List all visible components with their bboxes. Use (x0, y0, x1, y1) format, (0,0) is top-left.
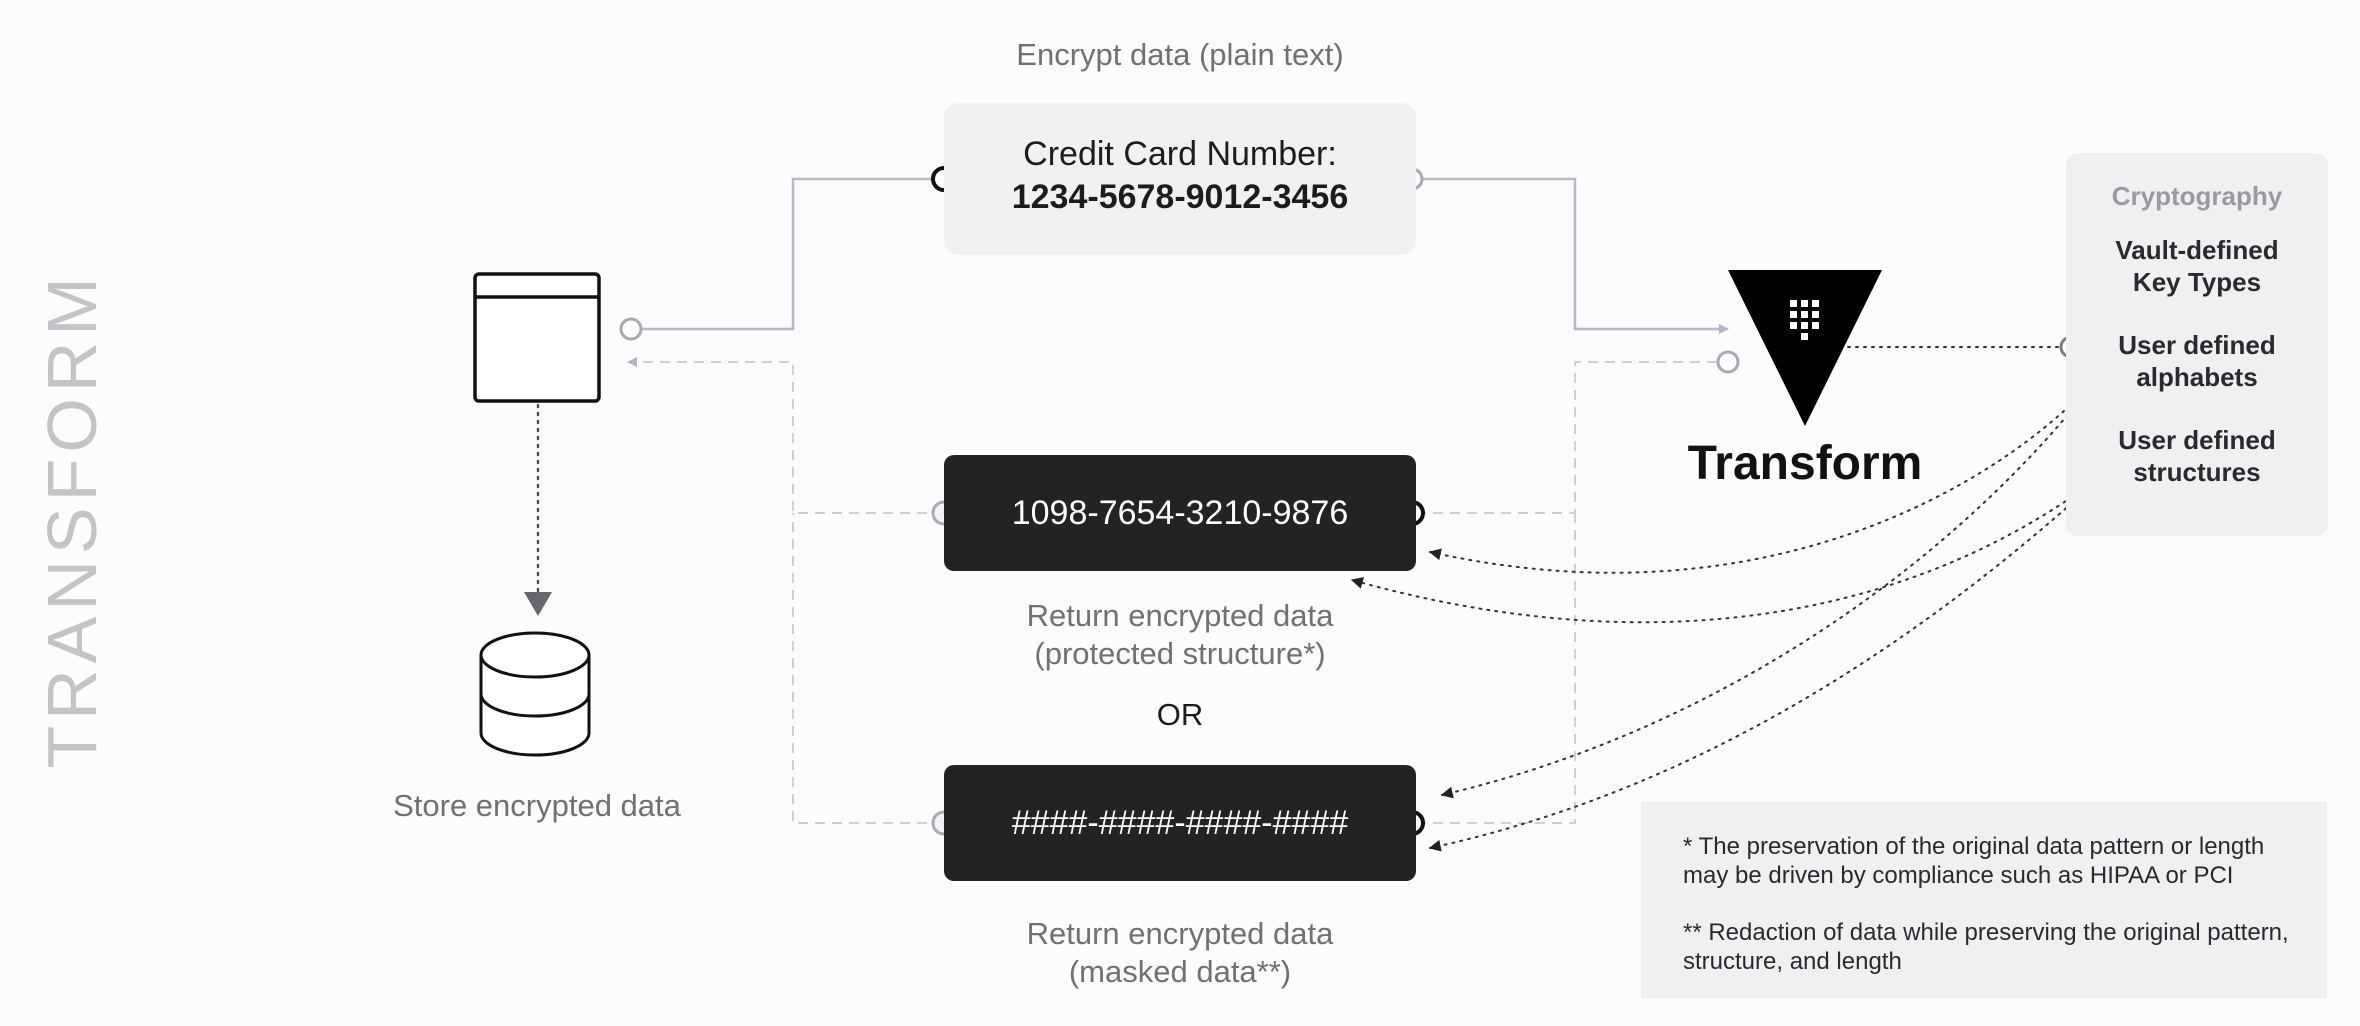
masked-caption-line2: (masked data**) (1068, 954, 1292, 989)
masked-data-box: ####-####-####-#### (944, 765, 1416, 881)
store-caption: Store encrypted data (393, 788, 681, 823)
crypto-item-line1: User defined (2118, 425, 2276, 455)
crypto-item-line2: alphabets (2136, 362, 2258, 392)
dotted-crypto-links (1350, 370, 2104, 852)
application-window-icon (473, 272, 601, 403)
wire-plain-to-transform (1416, 177, 1729, 334)
encrypted-caption-line1: Return encrypted data (1026, 598, 1334, 633)
encrypted-caption: Return encrypted data (protected structu… (930, 597, 1430, 673)
return-path-left (627, 357, 944, 824)
encrypted-caption-line2: (protected structure*) (1034, 636, 1326, 671)
crypto-item-line1: User defined (2118, 330, 2276, 360)
plain-box-value: 1234-5678-9012-3456 (1011, 178, 1349, 216)
crypto-item: User defined alphabets (2066, 329, 2328, 393)
note-compliance: * The preservation of the original data … (1683, 833, 2265, 889)
crypto-item-line2: structures (2133, 457, 2261, 487)
encrypted-data-box: 1098-7654-3210-9876 (944, 455, 1416, 571)
vault-logo-icon (1728, 270, 1882, 426)
masked-caption-line1: Return encrypted data (1026, 916, 1334, 951)
crypto-item: User defined structures (2066, 424, 2328, 488)
return-path-right (1416, 361, 1718, 824)
cryptography-heading: Cryptography (2111, 181, 2283, 211)
masked-value: ####-####-####-#### (1011, 804, 1349, 842)
database-icon (479, 631, 591, 757)
db-arrow (524, 592, 552, 616)
crypto-item: Vault-defined Key Types (2066, 234, 2328, 298)
note-redaction: ** Redaction of data while preserving th… (1683, 919, 2289, 975)
crypto-item-line1: Vault-defined (2115, 235, 2279, 265)
masked-caption: Return encrypted data (masked data**) (930, 915, 1430, 991)
plain-box-label: Credit Card Number: (1023, 135, 1337, 173)
cryptography-panel: Cryptography Vault-defined Key Types Use… (2066, 153, 2328, 536)
notes-panel: * The preservation of the original data … (1641, 802, 2327, 998)
crypto-item-line2: Key Types (2132, 267, 2262, 297)
or-label: OR (1156, 697, 1204, 732)
encrypted-value: 1098-7654-3210-9876 (1011, 494, 1349, 532)
side-title: TRANSFORM (33, 271, 111, 769)
top-caption: Encrypt data (plain text) (1016, 37, 1344, 72)
wire-app-to-plain (629, 177, 944, 331)
transform-label: Transform (1687, 437, 1923, 490)
plain-text-box: Credit Card Number: 1234-5678-9012-3456 (944, 103, 1416, 255)
